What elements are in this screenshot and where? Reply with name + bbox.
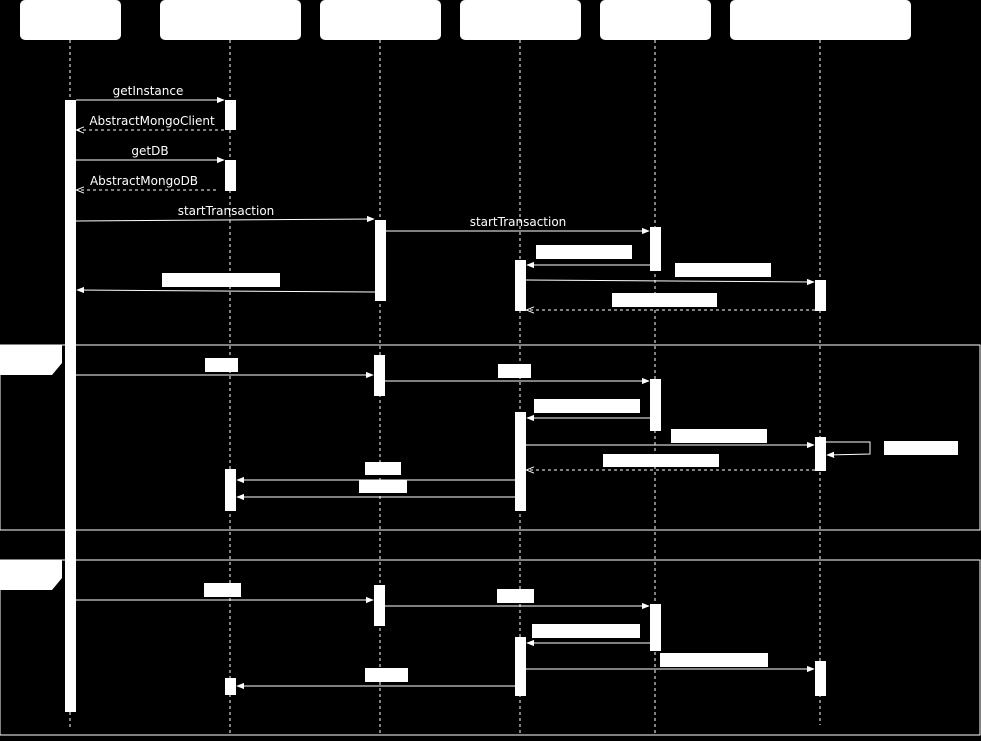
message-m6: startTransaction (386, 215, 650, 235)
redacted-label (359, 480, 407, 493)
activation-bar (515, 260, 526, 311)
message-arrow (76, 286, 376, 294)
message-arrow (525, 278, 815, 286)
fragment-frame (0, 344, 981, 531)
participant-p5 (600, 0, 711, 40)
message-label: startTransaction (470, 215, 567, 229)
activation-bar (374, 585, 385, 626)
message-m3: getDB (76, 144, 225, 164)
message-label: startTransaction (178, 204, 275, 218)
activation-bar (65, 100, 76, 712)
activation-bar (650, 604, 661, 651)
activation-bar (375, 220, 386, 301)
message-m22 (526, 653, 815, 673)
message-label: AbstractMongoDB (90, 174, 198, 188)
message-m7 (526, 245, 650, 269)
redacted-label (603, 454, 719, 467)
message-m15 (826, 441, 958, 459)
activation-bar (515, 637, 526, 696)
message-arrow (826, 441, 871, 459)
message-m11 (76, 358, 374, 379)
activation-bar (650, 379, 661, 431)
fragment-f1 (0, 344, 981, 531)
message-m12 (385, 364, 650, 385)
participant-p4 (460, 0, 581, 40)
redacted-label (162, 273, 280, 287)
participant-p1 (20, 0, 121, 40)
activation-bar (815, 437, 826, 471)
redacted-label (365, 462, 401, 475)
message-m13 (526, 399, 650, 422)
participant-p3 (320, 0, 441, 40)
fragment-tab (0, 345, 62, 375)
message-label: AbstractMongoClient (89, 114, 215, 128)
message-m1: getInstance (76, 84, 225, 104)
message-m9 (76, 273, 376, 294)
message-m23 (236, 668, 515, 690)
activation-bar (374, 355, 385, 396)
fragment-frame (0, 559, 981, 736)
activation-bar (225, 100, 236, 130)
redacted-label (365, 668, 408, 682)
message-arrow (75, 215, 375, 223)
participant-box (600, 0, 711, 40)
message-m8 (525, 263, 815, 286)
redacted-label (498, 364, 531, 378)
redacted-label (204, 583, 241, 597)
participant-box (160, 0, 301, 40)
participant-box (20, 0, 121, 40)
fragment-f2 (0, 559, 981, 736)
message-m18 (236, 480, 515, 501)
message-m17 (236, 462, 515, 484)
fragment-tab (0, 560, 62, 590)
message-m4: AbstractMongoDB (77, 174, 216, 190)
message-m2: AbstractMongoClient (77, 114, 224, 130)
participant-p2 (160, 0, 301, 40)
participant-p6 (730, 0, 911, 40)
redacted-label (612, 293, 717, 307)
redacted-label (536, 245, 632, 259)
redacted-label (532, 624, 640, 638)
redacted-label (660, 653, 768, 667)
message-m14 (526, 429, 815, 449)
activation-bar (225, 160, 236, 191)
message-label: getInstance (113, 84, 184, 98)
participant-box (320, 0, 441, 40)
activation-bar (515, 412, 526, 511)
activation-bar (815, 280, 826, 311)
message-m21 (526, 624, 650, 647)
message-m20 (385, 589, 650, 610)
redacted-label (534, 399, 640, 413)
redacted-label (205, 358, 238, 372)
activation-bar (650, 227, 661, 271)
message-m5: startTransaction (75, 204, 375, 223)
activation-bar (225, 469, 236, 511)
redacted-label (671, 429, 767, 443)
redacted-label (497, 589, 534, 603)
participant-box (730, 0, 911, 40)
redacted-label (675, 263, 771, 277)
message-label: getDB (131, 144, 168, 158)
message-m16 (527, 454, 815, 470)
activation-bar (225, 678, 236, 695)
message-m10 (527, 293, 815, 310)
redacted-label (884, 441, 958, 455)
message-m19 (76, 583, 374, 604)
participant-box (460, 0, 581, 40)
activation-bar (815, 661, 826, 696)
